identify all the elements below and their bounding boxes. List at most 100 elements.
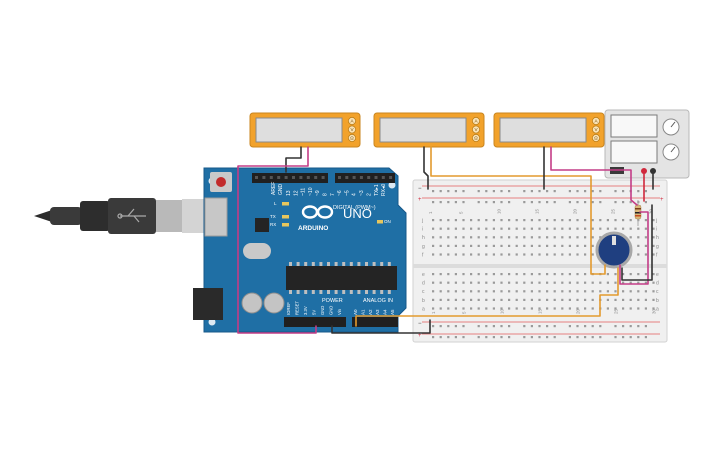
chip-pins <box>289 262 391 294</box>
column-number-label: 20 <box>572 208 577 214</box>
bottom-plus-sign: + <box>418 333 422 339</box>
meter-mode-button[interactable] <box>348 134 356 142</box>
power-header <box>284 317 346 327</box>
power-pin-label: 5V <box>312 310 317 315</box>
wire-pot-magenta <box>619 211 649 285</box>
row-letter-label: b <box>656 298 659 304</box>
potentiometer[interactable] <box>595 231 633 269</box>
meter-mode-label: Ω <box>350 136 354 141</box>
wire-meter2-orange <box>430 146 606 275</box>
wire-gnd-black <box>331 319 431 334</box>
wire-pot-black <box>621 204 653 281</box>
digital-header-1 <box>252 173 328 183</box>
arduino-brand: ARDUINO <box>298 225 328 232</box>
aref-label: AREF <box>271 182 277 195</box>
analog-pin-label: A5 <box>390 309 395 315</box>
column-number-label: 30 <box>648 208 653 214</box>
meter-mode-button[interactable] <box>472 117 480 125</box>
breadboard-body <box>412 179 668 343</box>
analog-header <box>352 317 398 327</box>
power-supply[interactable] <box>604 109 690 179</box>
power-jack <box>193 288 223 320</box>
rx-pin-label: RX◂0 <box>381 184 387 196</box>
top-minus-sign: − <box>418 186 422 192</box>
power-pin-label: RESET <box>295 301 300 315</box>
meter-mode-button[interactable] <box>472 125 480 134</box>
column-number-label: 15 <box>537 308 542 314</box>
power-pin-label: 3.3V <box>303 306 308 315</box>
digital-pin-label: 7 <box>330 193 336 196</box>
row-letter-label: d <box>656 281 659 287</box>
usb-chip <box>255 218 269 232</box>
column-number-label: 25 <box>613 308 618 314</box>
wire-meter1-magenta <box>237 146 317 334</box>
wire-meter2-black <box>423 146 429 190</box>
row-letter-label: c <box>656 289 659 295</box>
meter-mode-label: V <box>474 127 478 132</box>
supply-positive-terminal[interactable] <box>641 168 647 174</box>
column-number-label: 30 <box>651 308 656 314</box>
resistor[interactable] <box>634 200 642 226</box>
digital-pin-label: ~6 <box>337 190 343 196</box>
row-letter-label: a <box>656 306 659 312</box>
digital-pin-label: 12 <box>293 190 299 196</box>
column-number-label: 20 <box>575 308 580 314</box>
analog-pin-label: A3 <box>375 309 380 315</box>
power-pin-label: Vin <box>337 308 342 315</box>
multimeter-3-mode-buttons[interactable]: AVΩ <box>592 117 600 142</box>
multimeter-1-display <box>255 117 343 143</box>
meter-mode-label: V <box>350 127 354 132</box>
analog-in-label: ANALOG IN <box>363 298 393 304</box>
analog-pin-label: A4 <box>383 309 388 315</box>
analog-pin-label: A0 <box>353 309 358 315</box>
row-letter-label: i <box>656 227 657 233</box>
on-label: ON <box>384 219 391 224</box>
meter-mode-button[interactable] <box>592 125 600 134</box>
analog-pin-label: A2 <box>368 309 373 315</box>
meter-mode-button[interactable] <box>472 134 480 142</box>
meter-mode-label: A <box>350 119 354 124</box>
row-letter-label: j <box>655 218 657 224</box>
analog-pin-label: A1 <box>360 309 365 315</box>
meter-mode-button[interactable] <box>348 125 356 134</box>
row-letter-label: g <box>656 244 659 250</box>
meter-mode-button[interactable] <box>592 117 600 125</box>
multimeter-3-display <box>499 117 587 143</box>
row-letter-label: b <box>422 298 425 304</box>
multimeter-1-mode-buttons[interactable]: AVΩ <box>348 117 356 142</box>
tx-led <box>282 215 289 219</box>
meter-mode-label: A <box>474 119 478 124</box>
multimeter-1[interactable]: AVΩ <box>249 112 361 148</box>
multimeter-2-mode-buttons[interactable]: AVΩ <box>472 117 480 142</box>
row-letter-label: f <box>656 252 658 258</box>
meter-mode-button[interactable] <box>348 117 356 125</box>
power-pin-label: GND <box>329 306 334 315</box>
multimeter-2[interactable]: AVΩ <box>373 112 485 148</box>
digital-pin-label: 8 <box>323 193 329 196</box>
gnd-label: GND <box>278 184 284 196</box>
digital-header-2 <box>335 173 395 183</box>
power-label: POWER <box>322 298 343 304</box>
meter-mode-button[interactable] <box>592 134 600 142</box>
capacitor-1 <box>241 292 263 314</box>
digital-pin-label: ~10 <box>308 187 314 196</box>
digital-pin-label: ~9 <box>315 190 321 196</box>
wire-meter1-black <box>285 146 302 173</box>
supply-negative-terminal[interactable] <box>650 168 656 174</box>
row-letter-label: e <box>422 272 425 278</box>
usb-port <box>204 197 228 237</box>
wire-meter3-magenta <box>550 146 638 206</box>
column-number-label: 25 <box>610 208 615 214</box>
tx-pin-label: TX▸1 <box>374 184 380 196</box>
l-led-label: L <box>274 201 277 206</box>
row-letter-label: i <box>422 227 423 233</box>
usb-cable[interactable] <box>34 198 204 234</box>
usb-cable-end <box>34 210 52 222</box>
multimeter-3[interactable]: AVΩ <box>493 112 605 148</box>
